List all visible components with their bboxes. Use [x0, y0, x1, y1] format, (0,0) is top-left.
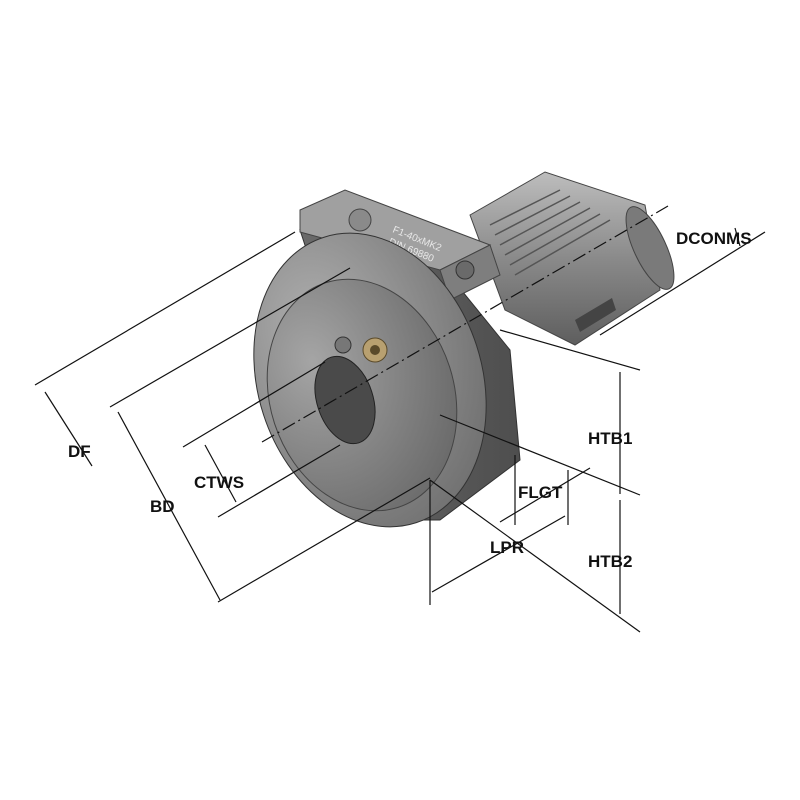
- screw-icon: [455, 260, 475, 280]
- shank-slot: [575, 298, 616, 332]
- label-df: DF: [68, 442, 91, 461]
- label-bd: BD: [150, 497, 175, 516]
- label-dconms: DCONMS: [676, 229, 752, 248]
- label-htb2: HTB2: [588, 552, 632, 571]
- label-htb1: HTB1: [588, 429, 632, 448]
- bore: [314, 355, 376, 445]
- screw-icon: [348, 208, 372, 232]
- label-ctws: CTWS: [194, 473, 244, 492]
- serrations: [489, 189, 611, 276]
- clamping-block: F1-40xMK2 DIN 69880: [299, 189, 501, 301]
- shank: [469, 171, 675, 346]
- dimension-lines: [34, 205, 766, 633]
- label-flgt: FLGT: [518, 483, 563, 502]
- label-lpr: LPR: [490, 538, 524, 557]
- coolant-screw-icon: [334, 336, 352, 354]
